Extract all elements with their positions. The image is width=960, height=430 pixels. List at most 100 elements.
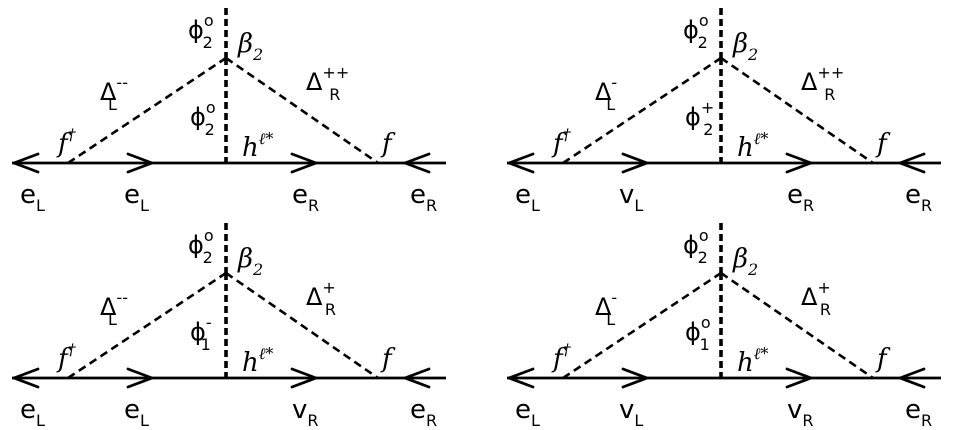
vertex-coupling-label: β2 [237, 244, 263, 279]
left-scalar-label-sub: L [108, 310, 117, 329]
right-scalar-line [225, 271, 379, 380]
right-coupling-label-base: f [380, 344, 396, 374]
fermion-label-3-sub: R [307, 411, 318, 430]
fermion-label-2-sub: L [140, 196, 149, 215]
right-scalar-label-sub: R [824, 85, 835, 104]
fermion-label-2-sub: L [140, 411, 149, 430]
right-coupling-label-base: f [875, 344, 891, 374]
arrow-left-propagator [126, 367, 154, 389]
fermion-label-4-sub: R [921, 411, 932, 430]
vertex-top-label-sub: 2 [203, 248, 213, 267]
fermion-label-4-base: e [410, 395, 426, 425]
left-scalar-label-sup: -- [116, 73, 128, 92]
right-scalar-label: Δ+R [801, 278, 831, 319]
fermion-label-1-base: e [515, 180, 531, 210]
vertex-coupling-label-base: β [732, 29, 748, 59]
fermion-label-4: eR [410, 395, 437, 430]
inner-scalar-label-sub: 1 [700, 335, 710, 354]
vertex-top-label-base: ϕ [188, 16, 204, 44]
fermion-label-2-base: e [124, 180, 140, 210]
fermion-label-3-base: v [292, 395, 307, 425]
left-scalar-line [562, 56, 722, 165]
higgs-label: hℓ* [737, 344, 768, 378]
inner-scalar-label-sub: 1 [201, 335, 211, 354]
left-coupling-label-sup: † [68, 125, 77, 144]
right-coupling-label: f [875, 129, 891, 159]
inner-scalar-label-base: ϕ [190, 103, 206, 131]
fermion-label-1-base: e [20, 180, 36, 210]
right-scalar-label-sub: R [325, 300, 336, 319]
vertex-top-label-sub: 2 [698, 248, 708, 267]
inner-scalar-label-sub: 2 [703, 120, 713, 139]
right-scalar-line [720, 271, 874, 380]
incoming-arrow-right [898, 367, 926, 389]
fermion-label-3-base: e [292, 180, 308, 210]
outgoing-arrow-left [12, 152, 40, 174]
higgs-label-sup: ℓ* [259, 344, 274, 363]
inner-scalar-label-sup: o [206, 98, 216, 117]
vertex-coupling-label-base: β [237, 244, 253, 274]
right-scalar-label-sup: ++ [322, 63, 349, 82]
fermion-label-4-base: e [410, 180, 426, 210]
fermion-label-1: eL [515, 395, 540, 430]
vertex-coupling-label: β2 [732, 244, 758, 279]
right-scalar-label: Δ++ R [801, 63, 844, 104]
fermion-label-1: eL [515, 180, 540, 215]
right-scalar-label: Δ++R [306, 63, 349, 104]
left-scalar-label-sub: L [108, 95, 117, 114]
vertex-top-label-sup: o [204, 11, 214, 30]
left-coupling-label-sup: † [563, 125, 572, 144]
vertex-top-label-base: ϕ [683, 231, 699, 259]
inner-scalar-label-base: ϕ [685, 318, 701, 346]
arrow-right-propagator [290, 152, 318, 174]
fermion-label-3-sub: R [308, 196, 319, 215]
higgs-label-base: h [737, 133, 754, 163]
outgoing-arrow-left [12, 367, 40, 389]
vertex-coupling-label: β2 [237, 29, 263, 64]
vertex-top-label-base: ϕ [188, 231, 204, 259]
fermion-label-3-sub: R [802, 411, 813, 430]
fermion-label-3-base: e [787, 180, 803, 210]
left-scalar-label: Δ-L [595, 73, 617, 114]
fermion-label-2: eL [124, 395, 149, 430]
higgs-label-sup: ℓ* [754, 129, 769, 148]
left-scalar-label-sup: -- [116, 288, 128, 307]
fermion-label-4: eR [905, 180, 932, 215]
vertex-coupling-label-base: β [732, 244, 748, 274]
left-scalar-line [562, 271, 722, 380]
left-scalar-label-base: Δ [100, 78, 117, 106]
right-scalar-label-base: Δ [801, 68, 818, 96]
higgs-label-base: h [242, 348, 259, 378]
fermion-label-1-sub: L [36, 411, 45, 430]
fermion-label-4-base: e [905, 395, 921, 425]
arrow-left-propagator [621, 152, 649, 174]
arrow-right-propagator [290, 367, 318, 389]
incoming-arrow-right [403, 152, 431, 174]
inner-scalar-label: ϕ-1 [190, 313, 212, 354]
left-scalar-label: Δ-L [595, 288, 617, 329]
vertex-top-label-sup: o [699, 11, 709, 30]
right-coupling-label: f [875, 344, 891, 374]
outgoing-arrow-left [507, 367, 535, 389]
right-scalar-label-sup: ++ [817, 63, 844, 82]
higgs-label: hℓ* [242, 344, 273, 378]
right-coupling-label: f [380, 344, 396, 374]
fermion-label-2: vL [619, 180, 643, 215]
left-scalar-line [67, 56, 227, 165]
fermion-label-2-base: e [124, 395, 140, 425]
fermion-label-2-base: v [619, 180, 634, 210]
left-scalar-label-base: Δ [100, 293, 117, 321]
vertex-coupling-label-base: β [237, 29, 253, 59]
arrow-right-propagator [785, 367, 813, 389]
inner-scalar-label-base: ϕ [190, 318, 206, 346]
left-scalar-label: Δ-- L [100, 73, 128, 114]
fermion-label-1-sub: L [36, 196, 45, 215]
fermion-label-4: eR [410, 180, 437, 215]
left-scalar-label-sup: - [611, 73, 617, 92]
